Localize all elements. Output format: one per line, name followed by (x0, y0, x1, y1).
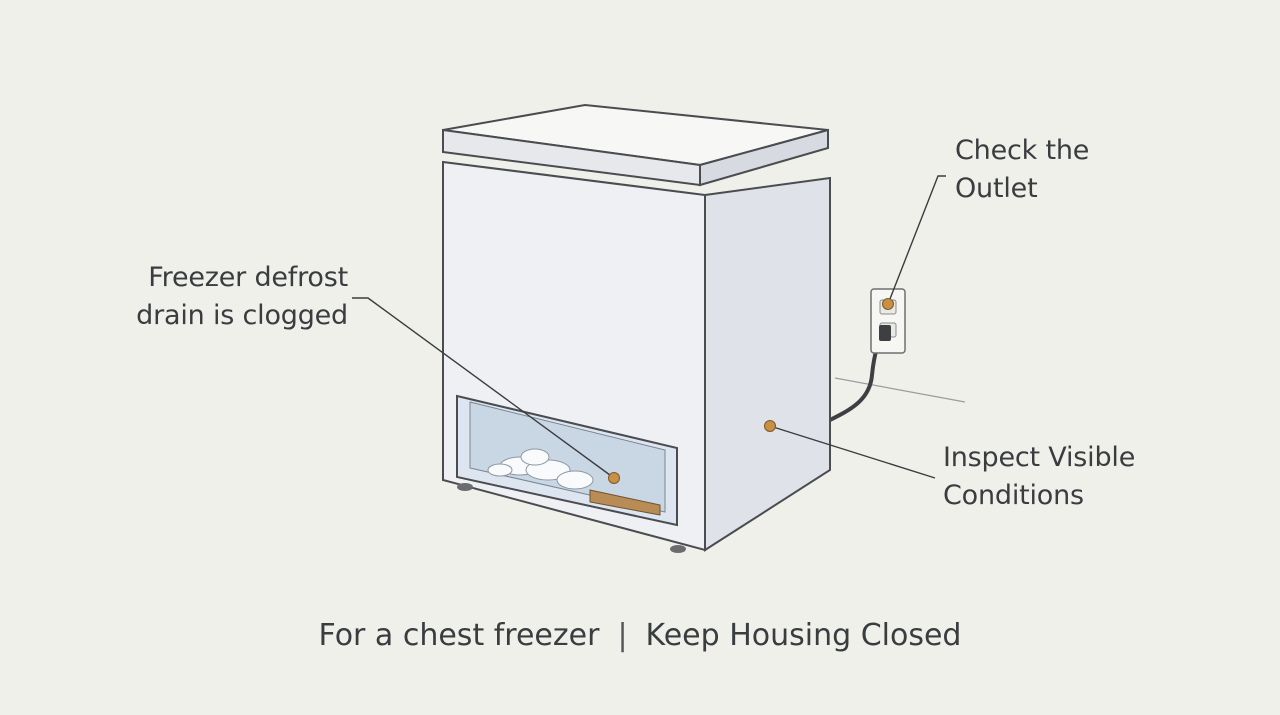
callout-line: Check the (955, 135, 1090, 166)
freezer-foot (457, 483, 473, 491)
outlet-leader (887, 175, 946, 305)
callout-check-outlet: Check the Outlet (955, 132, 1089, 208)
freezer-side (704, 176, 831, 552)
ice-buildup (487, 448, 594, 490)
outlet-marker (882, 298, 894, 310)
callout-line: Inspect Visible (943, 442, 1136, 473)
inspect-leader (769, 425, 936, 479)
footer-caption: For a chest freezer | Keep Housing Closed (0, 618, 1280, 653)
callout-line: Outlet (955, 173, 1038, 204)
wall-floor-line (834, 377, 966, 403)
drain-marker (608, 472, 620, 484)
cutaway-interior (469, 401, 666, 513)
inspect-marker (764, 420, 776, 432)
footer-right: Keep Housing Closed (645, 618, 962, 653)
callout-line: Freezer defrost (148, 262, 348, 293)
freezer-lid-side (699, 128, 829, 187)
callout-line: drain is clogged (136, 300, 348, 331)
callout-drain-clogged: Freezer defrost drain is clogged (128, 259, 348, 335)
freezer-foot (670, 545, 686, 553)
footer-left: For a chest freezer (318, 618, 600, 653)
callout-inspect-conditions: Inspect Visible Conditions (943, 439, 1135, 515)
drain-leader (352, 297, 615, 479)
drain-tray (589, 489, 661, 516)
callout-line: Conditions (943, 480, 1084, 511)
footer-separator: | (617, 618, 628, 653)
